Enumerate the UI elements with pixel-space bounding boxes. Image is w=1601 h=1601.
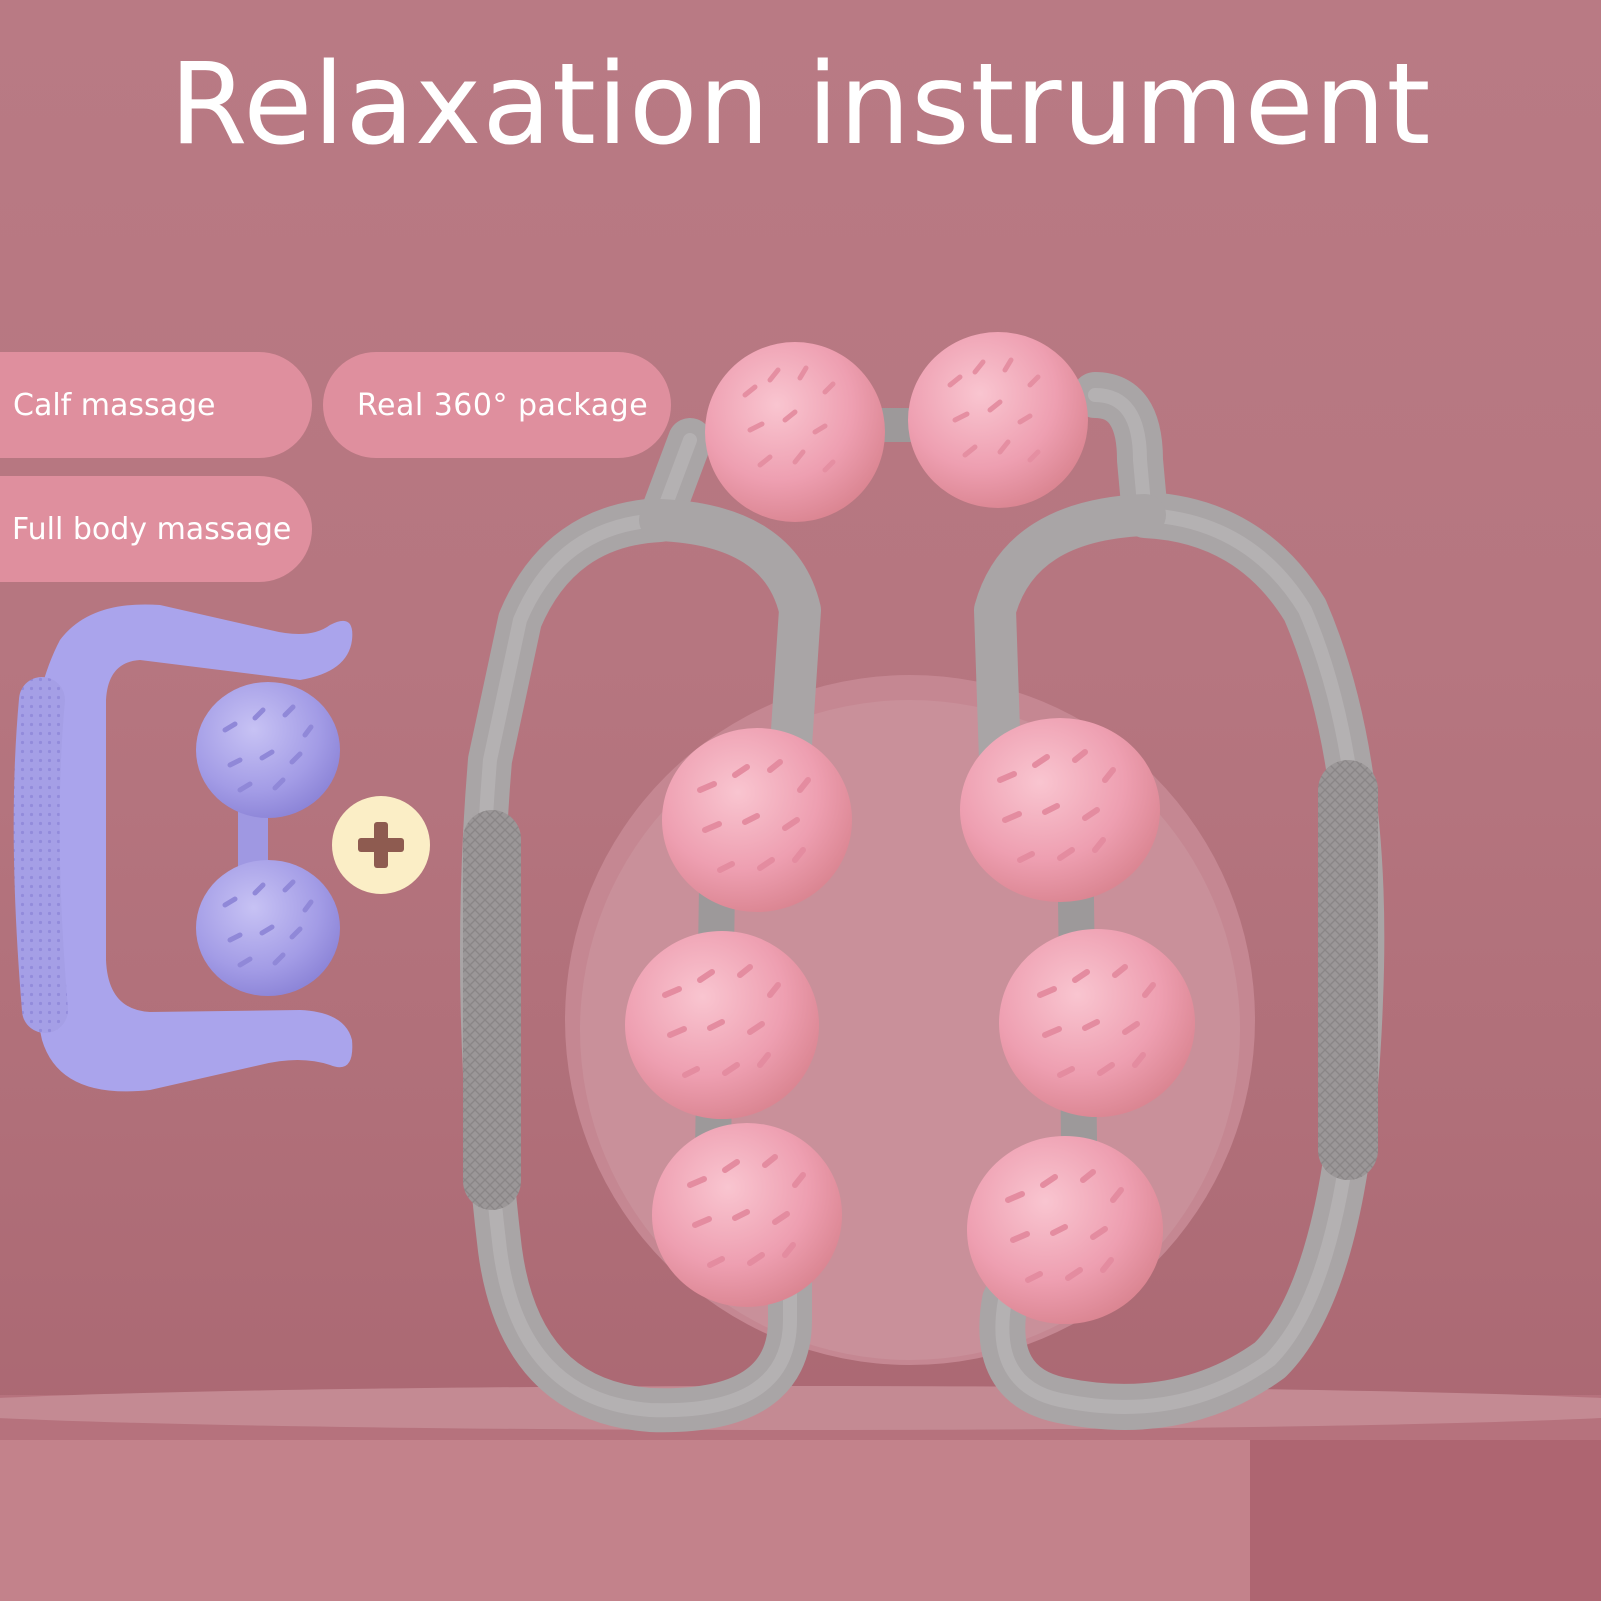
tag-calf-massage: Calf massage <box>0 352 312 458</box>
tag-360-package-label: Real 360° package <box>357 387 649 423</box>
left-grip <box>463 810 521 1210</box>
tag-full-body-massage: Full body massage <box>0 476 312 582</box>
tag-full-body-massage-label: Full body massage <box>12 511 292 547</box>
right-grip <box>1318 760 1378 1180</box>
stage-top <box>0 1386 1601 1430</box>
tag-360-package: Real 360° package <box>323 352 671 458</box>
right-loop-frame <box>974 372 1385 1430</box>
left-column-rollers <box>625 728 852 1307</box>
tag-calf-massage-label: Calf massage <box>13 387 216 423</box>
floor-shadow <box>1250 1440 1601 1601</box>
top-roller-left <box>705 342 885 522</box>
plus-icon <box>358 822 404 868</box>
top-roller-right <box>908 332 1088 508</box>
plus-badge <box>332 796 430 894</box>
mini-roller <box>13 604 353 1092</box>
right-column-rollers <box>960 718 1195 1324</box>
left-loop-frame <box>460 418 821 1433</box>
headline: Relaxation instrument <box>169 40 1432 170</box>
mini-roller-frame <box>24 604 353 1092</box>
